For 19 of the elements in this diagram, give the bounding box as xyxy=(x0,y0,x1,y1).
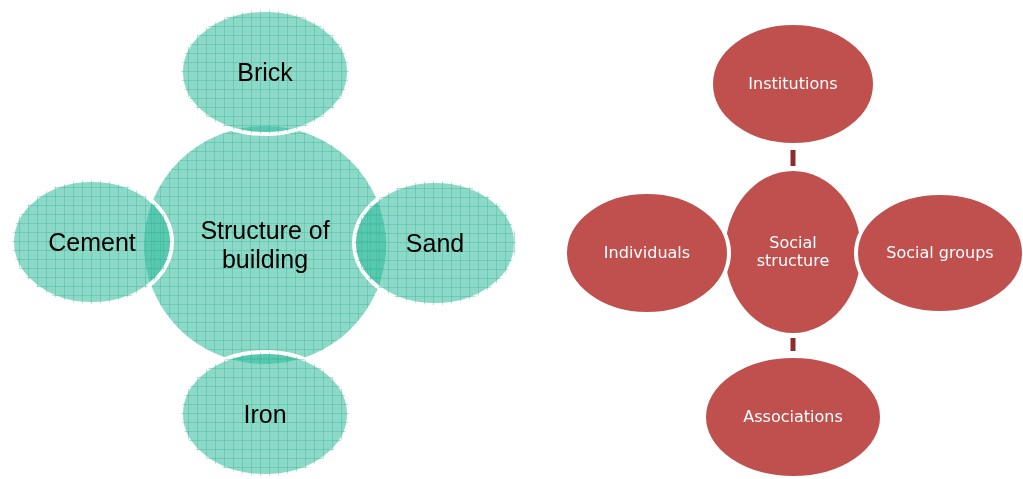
node-label: Institutions xyxy=(747,74,839,94)
material-ellipse xyxy=(180,351,350,477)
material-ellipse xyxy=(180,9,350,135)
concept-ellipse xyxy=(564,191,730,315)
concept-ellipse xyxy=(724,170,862,334)
node-label: Individuals xyxy=(602,243,692,263)
connector-line xyxy=(790,150,796,166)
node-label: Structure of building xyxy=(199,216,331,274)
node-label: Brick xyxy=(236,57,294,87)
material-ellipse xyxy=(11,179,173,305)
node-label: Iron xyxy=(242,399,288,429)
concept-ellipse xyxy=(710,22,876,146)
node-label: Associations xyxy=(742,407,844,427)
material-ellipse xyxy=(353,180,517,306)
node-label: Social groups xyxy=(885,243,995,263)
node-label: Sand xyxy=(404,228,466,258)
connector-line xyxy=(790,338,796,351)
node-label: Social structure xyxy=(755,233,831,271)
node-label: Cement xyxy=(47,227,137,257)
